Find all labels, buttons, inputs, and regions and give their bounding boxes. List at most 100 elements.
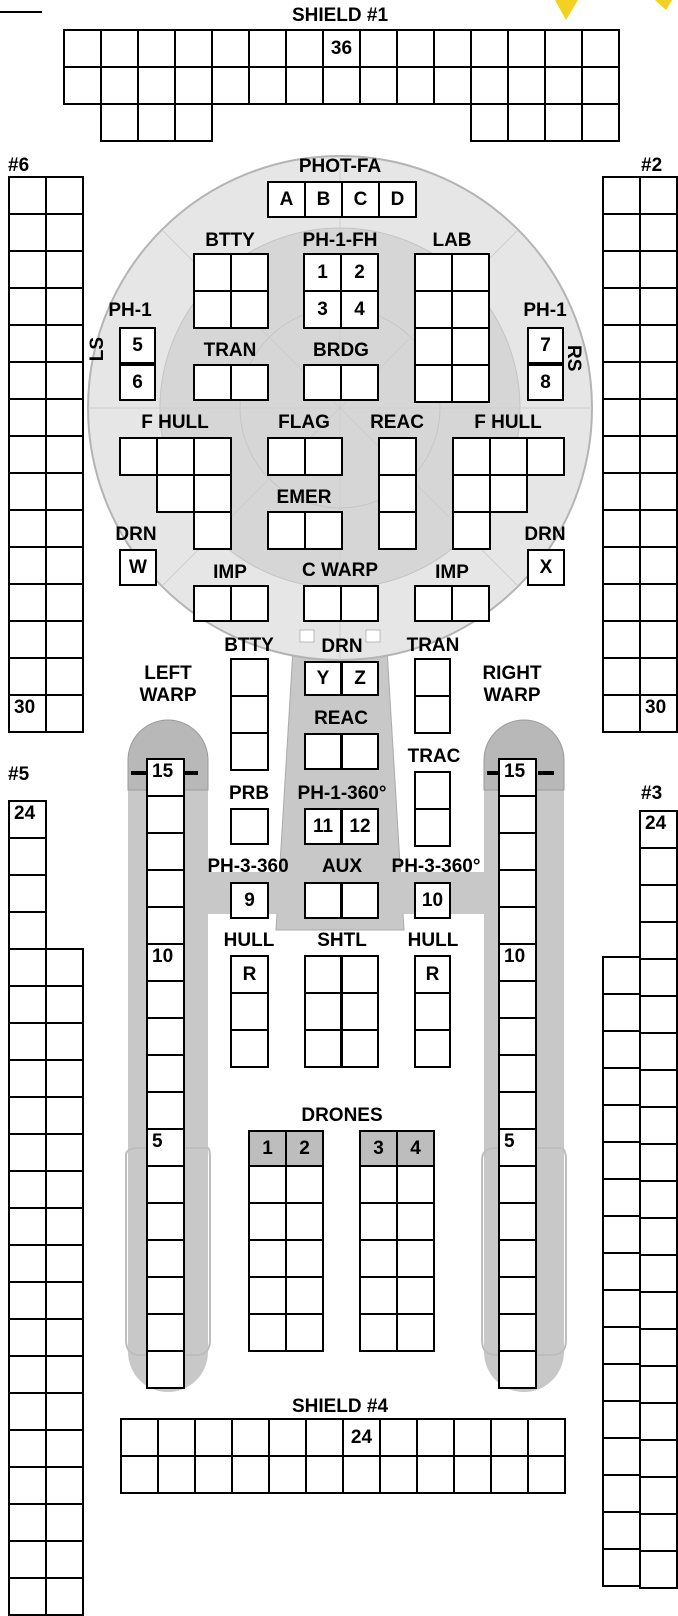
- shield-1-box[interactable]: [285, 29, 324, 68]
- shield-4-box[interactable]: [453, 1418, 492, 1457]
- right-warp-box[interactable]: [498, 1313, 537, 1352]
- shield-5-box[interactable]: [45, 1318, 84, 1357]
- shield-5-box[interactable]: [8, 911, 47, 950]
- shtl-box[interactable]: [304, 1029, 342, 1068]
- right-warp-box[interactable]: 15: [498, 758, 537, 797]
- shield-5-box[interactable]: [45, 985, 84, 1024]
- shield-3-box[interactable]: [639, 921, 678, 960]
- right-warp-box[interactable]: [498, 869, 537, 908]
- shield-2-box[interactable]: [639, 509, 678, 548]
- shield-1-box[interactable]: [544, 29, 583, 68]
- drone-rack-box[interactable]: [359, 1165, 398, 1204]
- c-warp-box[interactable]: [340, 585, 379, 622]
- left-warp-box[interactable]: [146, 832, 185, 871]
- shield-4-box[interactable]: [268, 1418, 307, 1457]
- emer-box[interactable]: [267, 511, 306, 550]
- shield-5-box[interactable]: [8, 1540, 47, 1579]
- right-warp-box[interactable]: 5: [498, 1128, 537, 1167]
- shield-5-box[interactable]: [45, 1466, 84, 1505]
- shield-3-box[interactable]: [639, 1032, 678, 1071]
- lab-box[interactable]: [414, 290, 453, 329]
- shield-4-box[interactable]: [453, 1455, 492, 1494]
- f-hull-box[interactable]: [489, 437, 528, 476]
- shield-2-box[interactable]: [602, 176, 641, 215]
- shield-3-box[interactable]: [639, 1550, 678, 1589]
- right-warp-box[interactable]: [498, 1165, 537, 1204]
- shield-5-box[interactable]: [45, 1170, 84, 1209]
- shield-1-box[interactable]: [211, 66, 250, 105]
- shtl-box[interactable]: [304, 992, 342, 1031]
- shield-3-box[interactable]: [639, 847, 678, 886]
- shield-2-box[interactable]: [639, 435, 678, 474]
- aux-box[interactable]: [341, 882, 379, 919]
- drone-rack-box[interactable]: [359, 1276, 398, 1315]
- shield-5-box[interactable]: [8, 1022, 47, 1061]
- shield-3-box[interactable]: [602, 1474, 641, 1513]
- shield-1-box[interactable]: [581, 103, 620, 142]
- lab-box[interactable]: [414, 327, 453, 366]
- shield-3-box[interactable]: [639, 1254, 678, 1293]
- shield-3-box[interactable]: [639, 1402, 678, 1441]
- drone-rack-header[interactable]: 3: [359, 1130, 398, 1167]
- reac-box[interactable]: [378, 437, 417, 476]
- shield-6-box[interactable]: [8, 620, 47, 659]
- ph1-360-box[interactable]: 11: [304, 808, 342, 845]
- phot-fa-box[interactable]: D: [378, 181, 417, 218]
- ph1-left-box[interactable]: 6: [119, 364, 156, 401]
- shield-3-box[interactable]: [602, 1104, 641, 1143]
- f-hull-box[interactable]: [452, 474, 491, 513]
- shield-6-box[interactable]: [45, 620, 84, 659]
- shield-3-box[interactable]: 24: [639, 810, 678, 849]
- shtl-box[interactable]: [341, 992, 379, 1031]
- shield-2-box[interactable]: [602, 287, 641, 326]
- shield-4-box[interactable]: [305, 1418, 344, 1457]
- brdg-box[interactable]: [303, 364, 342, 401]
- shield-4-box[interactable]: [120, 1418, 159, 1457]
- shield-2-box[interactable]: [602, 546, 641, 585]
- hull-box[interactable]: [414, 992, 451, 1031]
- shield-6-box[interactable]: [8, 546, 47, 585]
- shield-5-box[interactable]: [8, 837, 47, 876]
- shield-1-box[interactable]: [100, 29, 139, 68]
- shield-3-box[interactable]: [602, 1178, 641, 1217]
- drone-rack-box[interactable]: [396, 1165, 435, 1204]
- phot-fa-box[interactable]: C: [341, 181, 380, 218]
- shield-3-box[interactable]: [602, 1363, 641, 1402]
- hull-box[interactable]: [230, 992, 269, 1031]
- shield-6-box[interactable]: [8, 361, 47, 400]
- right-warp-box[interactable]: [498, 795, 537, 834]
- shield-3-box[interactable]: [639, 884, 678, 923]
- shield-3-box[interactable]: [602, 1141, 641, 1180]
- brdg-box[interactable]: [340, 364, 379, 401]
- drn-box[interactable]: W: [119, 549, 157, 586]
- shield-5-box[interactable]: [8, 1096, 47, 1135]
- shield-2-box[interactable]: [602, 620, 641, 659]
- shield-5-box[interactable]: [8, 1133, 47, 1172]
- shield-4-box[interactable]: [305, 1455, 344, 1494]
- shield-1-box[interactable]: 36: [322, 29, 361, 68]
- drone-rack-box[interactable]: [285, 1202, 324, 1241]
- drone-rack-box[interactable]: [285, 1276, 324, 1315]
- shield-6-box[interactable]: [8, 398, 47, 437]
- left-warp-box[interactable]: [146, 1054, 185, 1093]
- shield-4-box[interactable]: [231, 1418, 270, 1457]
- f-hull-box[interactable]: [119, 437, 158, 476]
- ph3-box[interactable]: 10: [414, 882, 451, 919]
- shield-5-box[interactable]: [8, 1170, 47, 1209]
- lab-box[interactable]: [414, 364, 453, 403]
- shield-1-box[interactable]: [248, 29, 287, 68]
- shield-2-box[interactable]: [602, 213, 641, 252]
- drone-rack-box[interactable]: [396, 1202, 435, 1241]
- shield-5-box[interactable]: [8, 1503, 47, 1542]
- shield-1-box[interactable]: [174, 103, 213, 142]
- shield-3-box[interactable]: [639, 1439, 678, 1478]
- left-warp-box[interactable]: [146, 1313, 185, 1352]
- shield-6-box[interactable]: [8, 324, 47, 363]
- left-warp-box[interactable]: [146, 1239, 185, 1278]
- f-hull-box[interactable]: [193, 511, 232, 550]
- shield-5-box[interactable]: [8, 1318, 47, 1357]
- shield-6-box[interactable]: [45, 509, 84, 548]
- shield-3-box[interactable]: [639, 1180, 678, 1219]
- lab-box[interactable]: [451, 253, 490, 292]
- left-warp-box[interactable]: [146, 1017, 185, 1056]
